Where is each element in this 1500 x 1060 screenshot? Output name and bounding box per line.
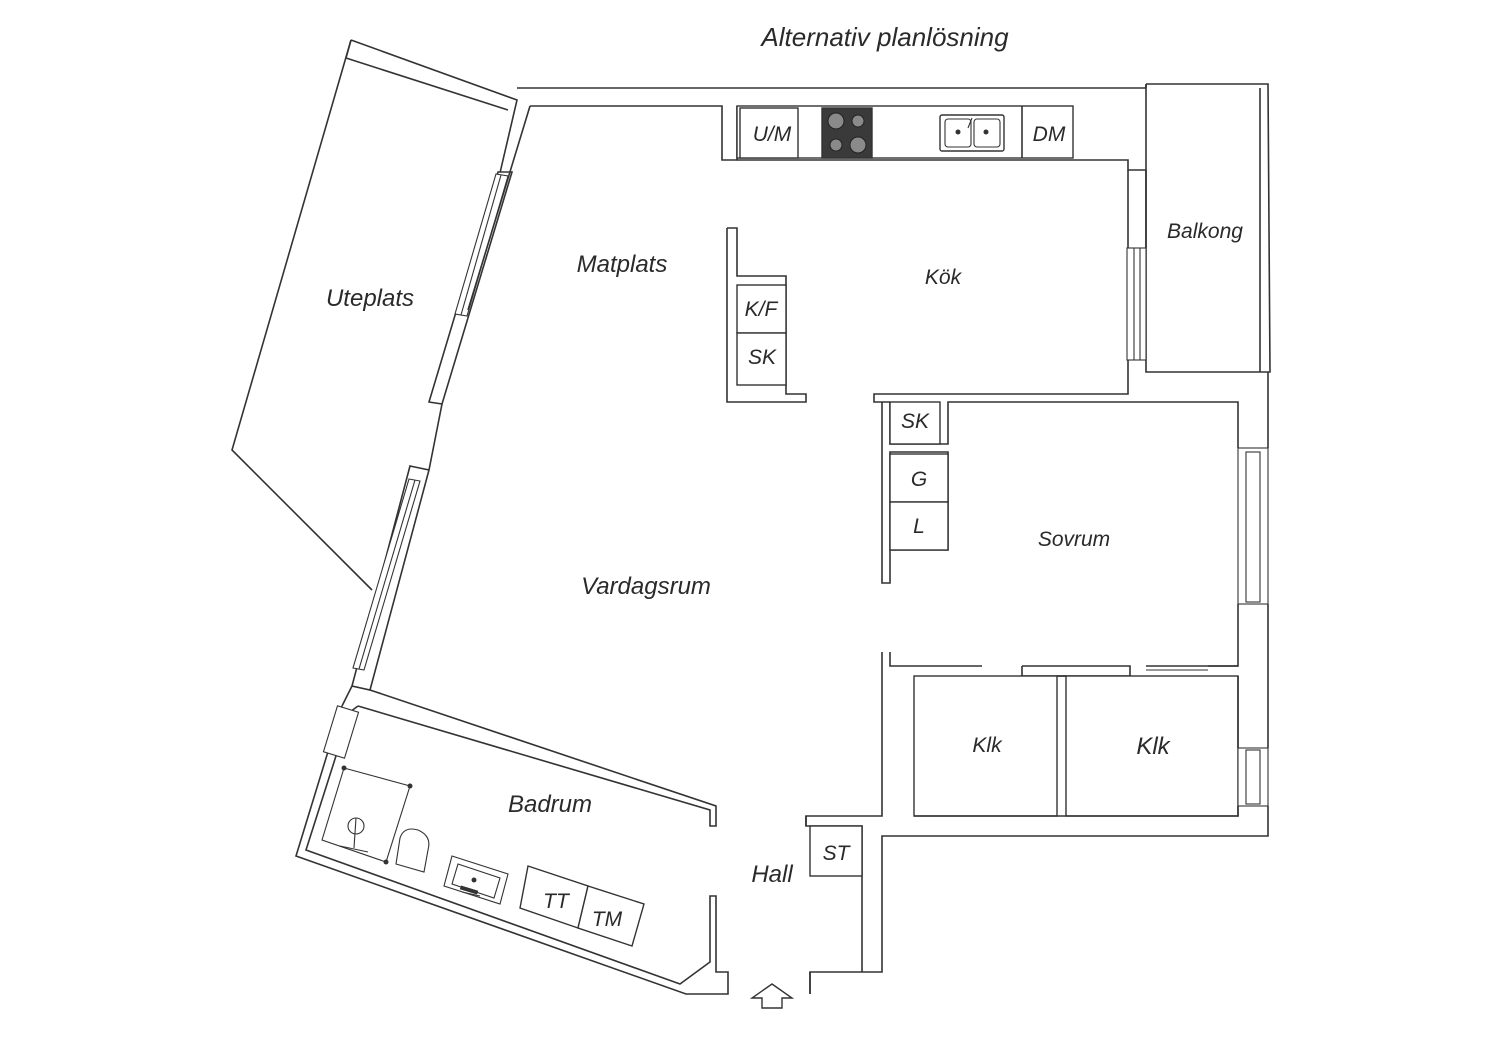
room-label-uteplats: Uteplats: [326, 285, 414, 312]
bedroom-walls: [889, 372, 1269, 748]
entrance-arrow-icon: [749, 983, 795, 1009]
sink-icon: [939, 114, 1005, 152]
washer-label: TM: [592, 908, 623, 931]
outer-wall-top: [517, 83, 1271, 373]
hall-walls: [805, 816, 863, 994]
cabinet-block-bedroom: [881, 401, 949, 584]
terrace-window: [454, 173, 509, 317]
cabinet-l-label: L: [913, 515, 925, 538]
room-label-closet-1: Klk: [972, 734, 1003, 757]
kitchen-counter: [736, 105, 1074, 159]
cabinet-label-1: SK: [748, 346, 777, 369]
toilet-icon: [395, 828, 430, 873]
terrace-outline: [231, 39, 518, 591]
room-label-hall: Hall: [751, 861, 793, 888]
stove-icon: [821, 107, 873, 159]
dryer-label: TT: [543, 890, 571, 913]
laundry-machines: [519, 865, 645, 947]
cabinet-label-2: SK: [901, 410, 930, 433]
closet-walls: [805, 652, 1269, 994]
room-label-sovrum: Sovrum: [1038, 528, 1110, 551]
room-label-badrum: Badrum: [508, 791, 592, 818]
bathroom-walls: [295, 705, 729, 995]
washbasin-icon: [443, 855, 509, 905]
room-label-vardagsrum: Vardagsrum: [581, 573, 711, 600]
shower-icon: [321, 765, 413, 865]
cabinet-g-label: G: [911, 468, 927, 491]
room-label-closet-2: Klk: [1136, 733, 1171, 760]
storage-label: ST: [823, 842, 852, 865]
washer-dryer-label: U/M: [753, 123, 792, 146]
plan-title: Alternativ planlösning: [759, 22, 1009, 52]
dishwasher-label: DM: [1033, 123, 1066, 146]
living-left-wall: [341, 403, 717, 827]
outer-wall-left-upper: [467, 105, 531, 311]
kitchen-right-wall: [873, 170, 1147, 403]
room-label-kok: Kök: [925, 266, 963, 289]
room-label-matplats: Matplats: [577, 251, 668, 278]
room-label-balkong: Balkong: [1167, 220, 1243, 243]
fridge-freezer-label: K/F: [745, 298, 779, 321]
cabinet-block-kitchen: [726, 227, 807, 403]
